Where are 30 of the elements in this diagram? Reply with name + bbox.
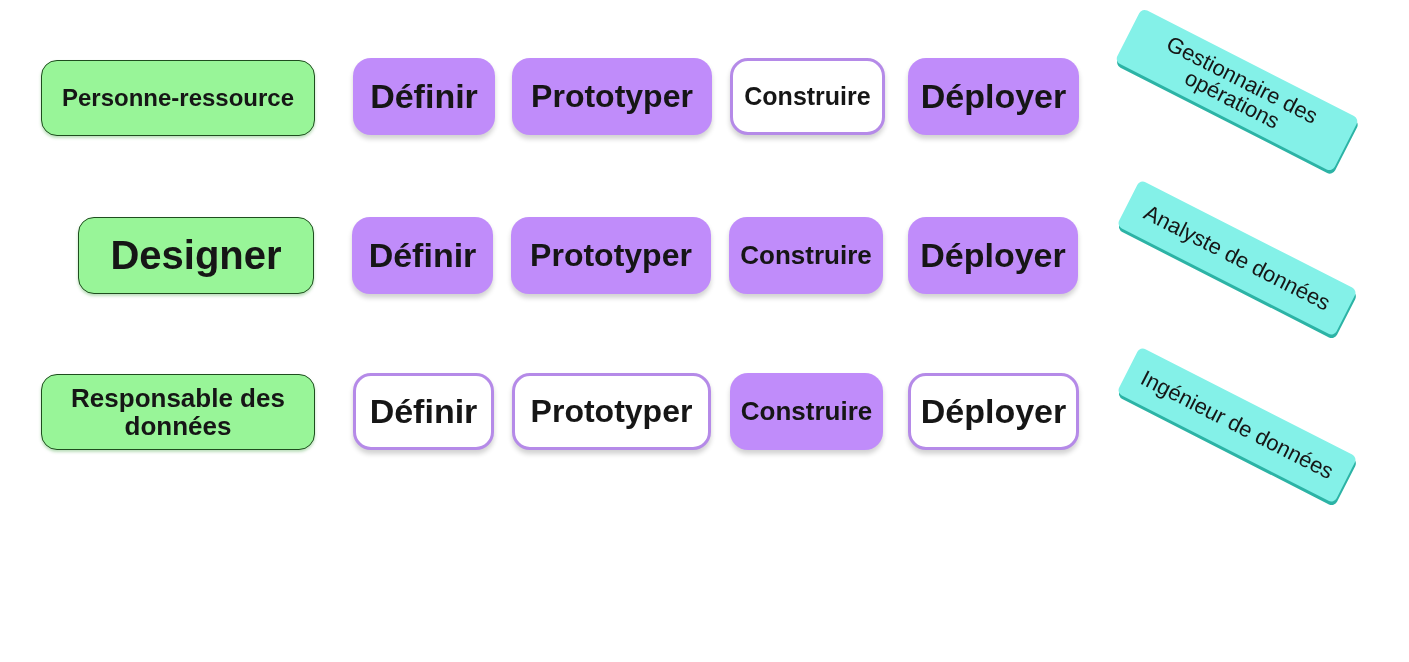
phase-label: Construire bbox=[744, 83, 871, 110]
phase-box bbox=[512, 373, 711, 450]
phase-label: Déployer bbox=[920, 393, 1067, 430]
phase-box bbox=[730, 58, 885, 135]
role-label: Responsable des données bbox=[70, 383, 286, 441]
phase-label: Déployer bbox=[920, 237, 1066, 274]
phase-box bbox=[352, 217, 493, 294]
role-box bbox=[78, 217, 314, 294]
phase-box bbox=[908, 217, 1078, 294]
phase-box bbox=[511, 217, 711, 294]
role-box bbox=[41, 374, 315, 450]
phase-label: Prototyper bbox=[531, 79, 693, 114]
phase-label: Définir bbox=[368, 237, 477, 274]
role-label: Personne-ressource bbox=[61, 85, 295, 111]
phase-box bbox=[729, 217, 883, 294]
phase-label: Déployer bbox=[920, 78, 1067, 115]
phase-box bbox=[908, 373, 1079, 450]
phase-label: Définir bbox=[369, 393, 478, 430]
phase-label: Construire bbox=[740, 397, 873, 426]
phase-box bbox=[730, 373, 883, 450]
phase-box bbox=[353, 58, 495, 135]
phase-label: Prototyper bbox=[530, 238, 692, 273]
phase-box bbox=[353, 373, 494, 450]
phase-label: Prototyper bbox=[530, 394, 693, 429]
phase-box bbox=[908, 58, 1079, 135]
phase-label: Construire bbox=[740, 241, 872, 270]
role-label: Designer bbox=[110, 233, 282, 278]
role-box bbox=[41, 60, 315, 136]
phase-box bbox=[512, 58, 712, 135]
phase-label: Définir bbox=[370, 78, 478, 115]
